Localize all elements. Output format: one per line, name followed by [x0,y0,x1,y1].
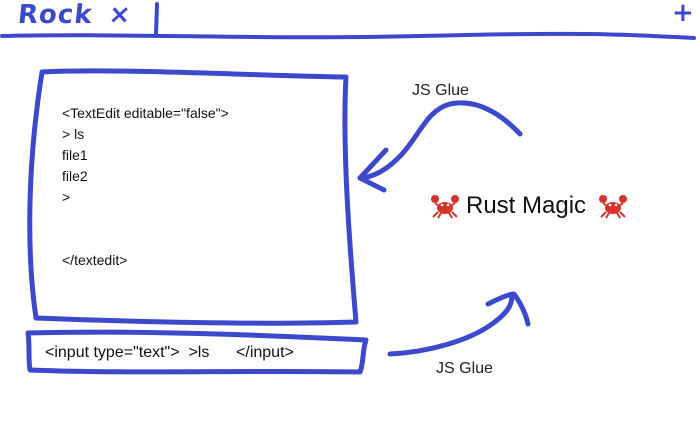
new-tab-icon[interactable]: + [672,0,695,28]
app-title: Rock × [16,0,133,30]
crab-icon [431,195,459,219]
textedit-line [62,208,229,229]
input-box-text[interactable]: <input type="text"> >ls </input> [45,344,294,361]
rust-magic-group: Rust Magic [430,192,628,220]
textedit-line: </textedit> [62,252,128,268]
tab-separator [154,2,159,36]
js-glue-label-bottom: JS Glue [436,360,493,377]
textedit-line: file1 [62,147,88,163]
textedit-line [62,229,229,250]
arrow-bottom [387,293,515,357]
js-glue-label-top: JS Glue [412,82,469,99]
header-divider [0,31,696,40]
input-box [25,329,369,375]
textedit-line: <TextEdit editable="false"> [62,105,229,121]
arrow-top-head [357,147,389,193]
textedit-line: > [62,189,71,205]
app-title-text: Rock [16,0,95,30]
arrow-top [357,100,523,181]
close-tab-icon[interactable]: × [107,0,134,30]
textedit-line: file2 [62,168,88,184]
rust-magic-label: Rust Magic [466,192,587,219]
textedit-box [27,68,359,326]
arrow-bottom-head [485,291,531,327]
textedit-line: > ls [62,126,85,142]
textedit-content: <TextEdit editable="false"> > ls file1 f… [62,103,229,271]
crab-icon [599,195,628,219]
